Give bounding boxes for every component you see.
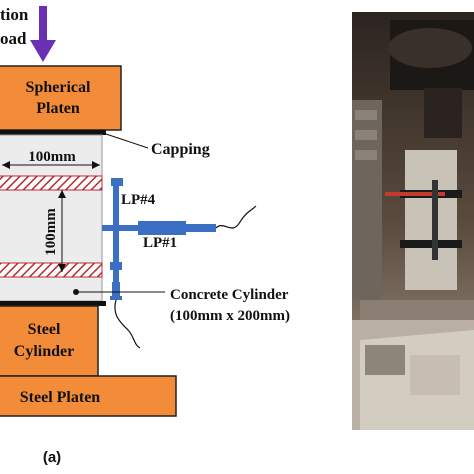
steel-cylinder-label-1: Steel xyxy=(28,321,61,338)
concrete-cylinder-label-2: (100mm x 200mm) xyxy=(170,308,290,324)
steel-cylinder-label-2: Cylinder xyxy=(14,343,74,360)
spherical-platen-label-2: Platen xyxy=(36,100,80,117)
schematic-panel: tion oad Spherical Platen 100mm 100mm xyxy=(0,5,290,466)
lp4-label: LP#4 xyxy=(121,192,156,208)
lp4-gauge-icon xyxy=(110,178,141,349)
cylinder-center-dot xyxy=(73,289,79,295)
lp1-gauge-icon xyxy=(102,205,257,235)
test-machine-photo xyxy=(352,12,474,430)
vertical-dimension xyxy=(58,190,66,272)
dim-horizontal-label: 100mm xyxy=(28,149,76,165)
spherical-platen xyxy=(0,65,122,131)
spherical-platen-label-1: Spherical xyxy=(26,79,91,96)
horizontal-dimension xyxy=(2,161,100,169)
concrete-cylinder-label-1: Concrete Cylinder xyxy=(170,287,289,303)
steel-platen xyxy=(0,375,177,417)
dim-vertical-label: 100mm xyxy=(43,208,59,256)
load-label-line2: oad xyxy=(0,29,27,48)
load-arrow-icon xyxy=(30,6,56,62)
panel-label: (a) xyxy=(43,449,61,466)
capping-top xyxy=(0,130,106,135)
load-label-line1: tion xyxy=(0,5,29,24)
capping-leader xyxy=(105,133,149,149)
capping-bottom xyxy=(0,301,106,306)
steel-cylinder xyxy=(0,305,99,377)
lp1-label: LP#1 xyxy=(143,235,177,251)
lower-ring xyxy=(0,262,103,278)
steel-platen-label: Steel Platen xyxy=(20,389,101,406)
upper-ring xyxy=(0,175,103,191)
capping-label: Capping xyxy=(151,141,210,158)
